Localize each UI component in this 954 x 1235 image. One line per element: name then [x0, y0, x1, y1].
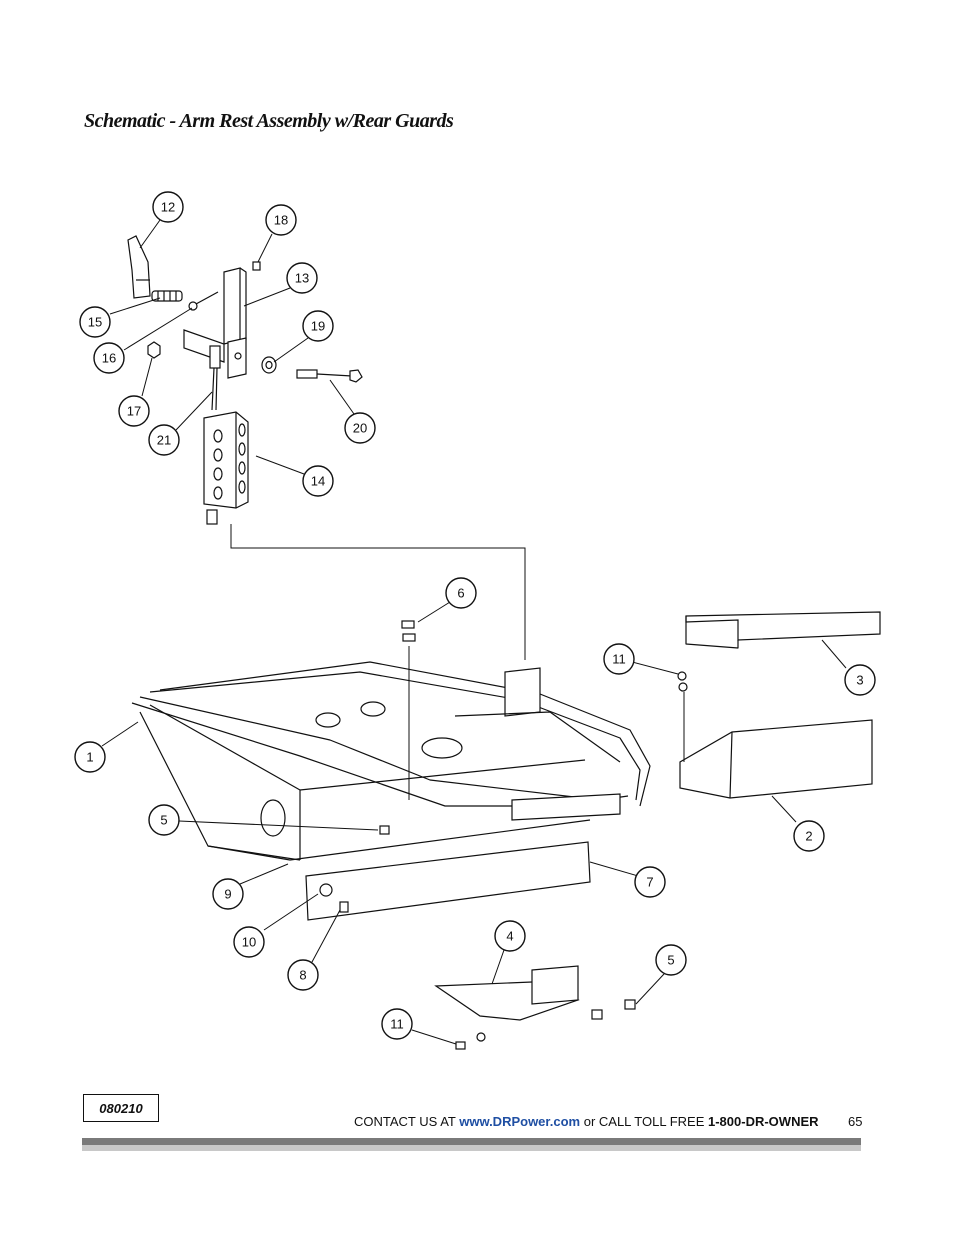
part-14-housing — [203, 411, 249, 525]
svg-text:19: 19 — [311, 319, 325, 334]
part-12-lever — [127, 235, 151, 299]
part-2-guard — [679, 719, 873, 799]
svg-text:18: 18 — [274, 213, 288, 228]
callout-19: 19 — [302, 310, 334, 342]
page-number: 65 — [848, 1114, 863, 1129]
callout-4: 4 — [494, 920, 526, 952]
callout-14: 14 — [302, 465, 334, 497]
footer-phone: 1-800-DR-OWNER — [708, 1114, 819, 1129]
callout-5-right: 5 — [655, 944, 687, 976]
svg-text:11: 11 — [390, 1017, 404, 1032]
svg-text:11: 11 — [612, 652, 626, 667]
footer-prefix: CONTACT US AT — [354, 1114, 460, 1129]
callout-9: 9 — [212, 878, 244, 910]
footer-rule-dark — [82, 1138, 861, 1145]
svg-text:4: 4 — [506, 929, 513, 944]
part-18-screw — [252, 261, 261, 271]
svg-text:16: 16 — [102, 351, 116, 366]
callout-13: 13 — [286, 262, 318, 294]
svg-text:9: 9 — [224, 887, 231, 902]
footer-contact: CONTACT US AT www.DRPower.com or CALL TO… — [354, 1114, 819, 1129]
callout-11-lower: 11 — [381, 1008, 413, 1040]
part-4-bracket — [434, 965, 580, 1021]
hardware — [319, 620, 688, 1050]
svg-text:12: 12 — [161, 200, 175, 215]
callout-17: 17 — [118, 395, 150, 427]
footer-rule-light — [82, 1145, 861, 1151]
svg-text:5: 5 — [160, 813, 167, 828]
svg-text:7: 7 — [646, 875, 653, 890]
callout-11-upper: 11 — [603, 643, 635, 675]
callout-15: 15 — [79, 306, 111, 338]
svg-text:10: 10 — [242, 935, 256, 950]
callout-8: 8 — [287, 959, 319, 991]
callout-2: 2 — [793, 820, 825, 852]
svg-text:5: 5 — [667, 953, 674, 968]
leader-lines — [101, 219, 847, 1045]
callout-10: 10 — [233, 926, 265, 958]
svg-text:2: 2 — [805, 829, 812, 844]
svg-text:17: 17 — [127, 404, 141, 419]
footer-url-link[interactable]: www.DRPower.com — [459, 1114, 581, 1129]
callout-16: 16 — [93, 342, 125, 374]
document-code: 080210 — [83, 1094, 159, 1122]
svg-text:6: 6 — [457, 586, 464, 601]
callout-21: 21 — [148, 424, 180, 456]
svg-text:15: 15 — [88, 315, 102, 330]
svg-text:1: 1 — [86, 750, 93, 765]
part-20-bolt — [296, 369, 363, 383]
part-3-guard — [685, 611, 881, 649]
part-19-washer — [261, 356, 277, 374]
callout-20: 20 — [344, 412, 376, 444]
svg-text:21: 21 — [157, 433, 171, 448]
harness-line — [230, 524, 526, 660]
page-title: Schematic - Arm Rest Assembly w/Rear Gua… — [84, 110, 454, 132]
svg-text:13: 13 — [295, 271, 309, 286]
callout-18: 18 — [265, 204, 297, 236]
part-21-switch — [209, 345, 221, 411]
svg-text:14: 14 — [311, 474, 325, 489]
footer-middle: or CALL TOLL FREE — [580, 1114, 708, 1129]
svg-text:3: 3 — [856, 673, 863, 688]
callout-12: 12 — [152, 191, 184, 223]
callout-5-left: 5 — [148, 804, 180, 836]
part-7-guard — [305, 841, 591, 921]
part-17-nut — [147, 341, 161, 359]
callout-3: 3 — [844, 664, 876, 696]
svg-text:20: 20 — [353, 421, 367, 436]
svg-text:8: 8 — [299, 968, 306, 983]
callout-1: 1 — [74, 741, 106, 773]
part-15-spring — [151, 290, 183, 302]
part-16-bolt — [188, 291, 219, 311]
part-1-frame — [131, 661, 651, 861]
callout-7: 7 — [634, 866, 666, 898]
callout-6: 6 — [445, 577, 477, 609]
